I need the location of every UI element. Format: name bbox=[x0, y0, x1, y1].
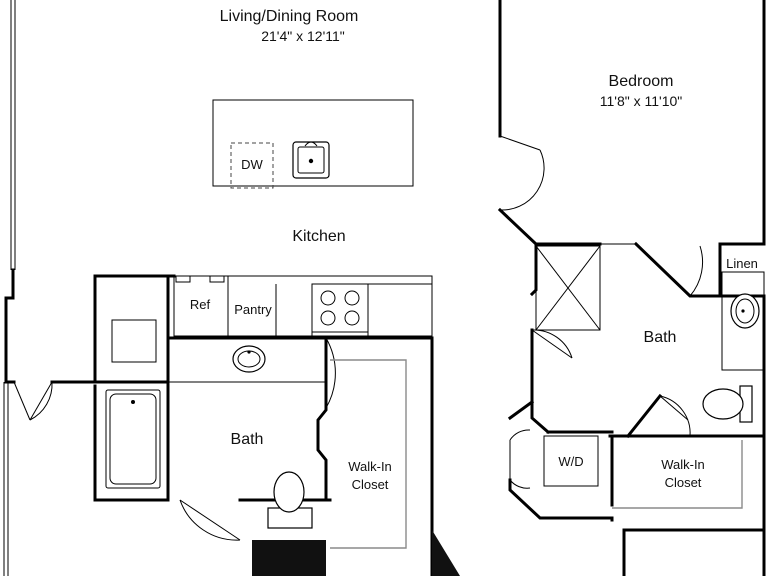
right-closet-line1: Walk-In bbox=[661, 457, 705, 472]
living-dining-dims: 21'4" x 12'11" bbox=[261, 28, 345, 44]
pantry-label: Pantry bbox=[234, 302, 272, 317]
kitchen-label: Kitchen bbox=[292, 228, 345, 245]
kitchen-island bbox=[212, 99, 414, 189]
washer-dryer-label: W/D bbox=[558, 454, 583, 469]
right-bath-fixtures bbox=[535, 245, 765, 487]
left-bath-fixtures bbox=[105, 319, 326, 529]
left-closet-line1: Walk-In bbox=[348, 459, 392, 474]
left-closet-shelf bbox=[330, 359, 407, 549]
bedroom-title: Bedroom bbox=[609, 73, 674, 90]
doors bbox=[13, 135, 704, 541]
dishwasher-label: DW bbox=[241, 157, 263, 172]
bedroom-dims: 11'8" x 11'10" bbox=[600, 93, 683, 109]
left-bottom-fill bbox=[252, 540, 326, 576]
right-closet-line2: Closet bbox=[665, 475, 702, 490]
right-bath-label: Bath bbox=[644, 329, 677, 346]
right-closet-shelf bbox=[612, 440, 743, 509]
refrigerator-label: Ref bbox=[190, 297, 211, 312]
left-bath-label: Bath bbox=[231, 431, 264, 448]
linen-label: Linen bbox=[726, 256, 758, 271]
room-labels: Living/Dining Room 21'4" x 12'11" Bedroo… bbox=[190, 8, 758, 492]
living-dining-title: Living/Dining Room bbox=[220, 8, 359, 25]
left-closet-line2: Closet bbox=[352, 477, 389, 492]
right-bottom-fill bbox=[432, 530, 460, 576]
kitchen-counter bbox=[173, 275, 433, 337]
